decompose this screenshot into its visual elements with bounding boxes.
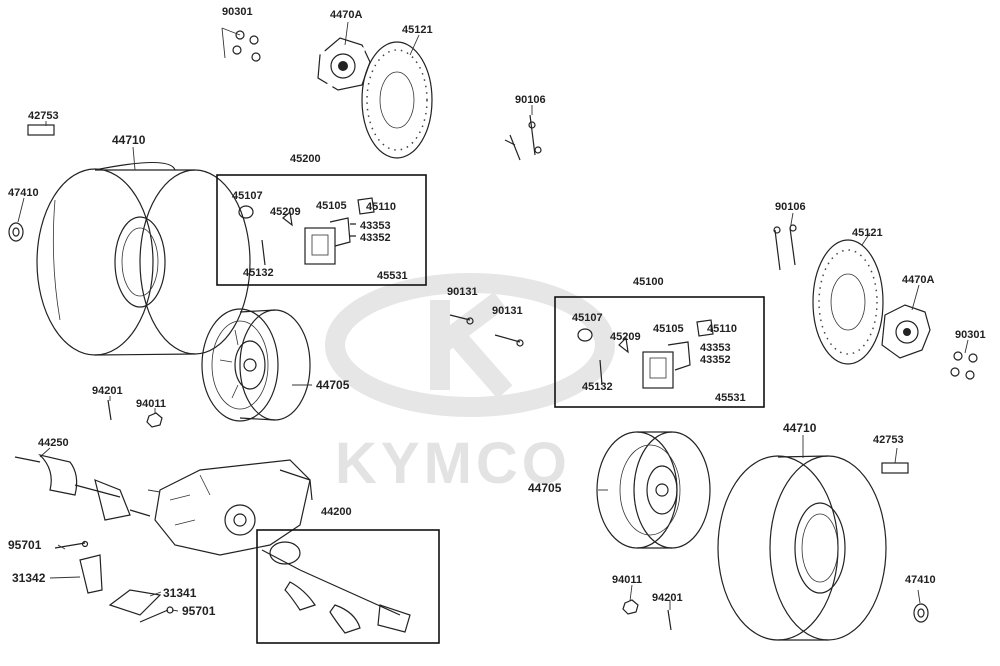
label-31341: 31341 <box>163 586 197 600</box>
label-43353-a: 43353 <box>360 220 391 232</box>
bolts-90106-top <box>504 114 542 161</box>
bracket-31341 <box>108 589 162 616</box>
label-44710-left: 44710 <box>112 133 146 147</box>
caliper-box-45100 <box>554 296 765 408</box>
label-42753-right: 42753 <box>873 434 904 446</box>
nut-47410-right <box>913 603 929 623</box>
label-45107-a: 45107 <box>232 190 263 202</box>
watermark-text: KYMCO <box>335 431 571 496</box>
label-44705-right: 44705 <box>528 481 562 495</box>
nut-47410-left <box>8 222 24 242</box>
nut-94011-right <box>622 599 639 615</box>
pin-94201-left <box>107 399 112 421</box>
kymco-watermark: KYMCO <box>325 273 615 496</box>
label-44710-right: 44710 <box>783 421 817 435</box>
right-tire-44710 <box>717 455 887 641</box>
label-4470A-right: 4470A <box>902 274 934 286</box>
label-45107-b: 45107 <box>572 312 603 324</box>
label-90106-right: 90106 <box>775 201 806 213</box>
label-43353-b: 43353 <box>700 342 731 354</box>
label-94011-right: 94011 <box>612 574 642 586</box>
watermark-ring <box>325 273 615 417</box>
label-45121-top: 45121 <box>402 24 433 36</box>
label-45110-b: 45110 <box>707 323 737 335</box>
bracket-31342 <box>79 554 103 594</box>
watermark-k-logo <box>430 292 513 399</box>
right-hub-4470A <box>881 304 931 359</box>
bolts-90106-right <box>773 224 797 271</box>
valve-42753-left <box>27 124 55 136</box>
label-45121-right: 45121 <box>852 227 883 239</box>
rear-gearbox <box>147 459 313 556</box>
label-42753-left: 42753 <box>28 110 59 122</box>
label-45209-b: 45209 <box>610 331 641 343</box>
label-45105-a: 45105 <box>316 200 347 212</box>
top-nuts-90301 <box>221 27 261 62</box>
label-45100: 45100 <box>633 276 664 288</box>
right-brake-disc-45121 <box>812 239 884 365</box>
label-44200: 44200 <box>321 506 352 518</box>
bracket-95701-a <box>54 540 89 549</box>
label-45110-a: 45110 <box>366 201 396 213</box>
label-45531-a: 45531 <box>377 270 408 282</box>
label-95701-a: 95701 <box>8 538 42 552</box>
label-4470A-top: 4470A <box>330 9 362 21</box>
label-45132-b: 45132 <box>582 381 613 393</box>
nut-94011-left <box>146 412 163 428</box>
label-45105-b: 45105 <box>653 323 684 335</box>
label-45132-a: 45132 <box>243 267 274 279</box>
label-94201-left: 94201 <box>92 385 123 397</box>
right-rim-44705 <box>596 431 711 549</box>
label-47410-right: 47410 <box>905 574 936 586</box>
label-95701-b: 95701 <box>182 604 216 618</box>
label-45531-b: 45531 <box>715 392 746 404</box>
label-45209-a: 45209 <box>270 206 301 218</box>
label-44250: 44250 <box>38 437 69 449</box>
caliper-box-45200 <box>216 174 427 286</box>
left-tire-44710 <box>36 161 251 356</box>
leader-lines <box>17 21 969 612</box>
label-47410-left: 47410 <box>8 187 39 199</box>
label-31342: 31342 <box>12 571 46 585</box>
caliper-45200-parts <box>238 197 375 266</box>
label-90301-right: 90301 <box>955 329 986 341</box>
caliper-45100-parts <box>577 319 714 389</box>
top-hub-4470A <box>317 37 371 91</box>
left-rim-44705 <box>201 308 311 422</box>
label-94011-left: 94011 <box>136 398 166 410</box>
label-90301-top: 90301 <box>222 6 253 18</box>
right-nuts-90301 <box>950 351 978 380</box>
driveshaft-44200-parts <box>261 541 411 634</box>
label-90106-top: 90106 <box>515 94 546 106</box>
driveshaft-44250 <box>14 453 151 521</box>
label-43352-a: 43352 <box>360 232 391 244</box>
label-43352-b: 43352 <box>700 354 731 366</box>
part-labels: 90301 4470A 45121 42753 44710 47410 4520… <box>8 6 986 618</box>
top-brake-disc-45121 <box>361 41 433 159</box>
valve-42753-right <box>881 462 909 474</box>
pin-94201-right <box>667 609 672 631</box>
label-94201-right: 94201 <box>652 592 683 604</box>
label-90131-a: 90131 <box>447 286 478 298</box>
label-45200: 45200 <box>290 153 321 165</box>
label-44705-left: 44705 <box>316 378 350 392</box>
bolts-90131 <box>449 314 524 347</box>
driveshaft-box-44200 <box>256 529 440 644</box>
label-90131-b: 90131 <box>492 305 523 317</box>
